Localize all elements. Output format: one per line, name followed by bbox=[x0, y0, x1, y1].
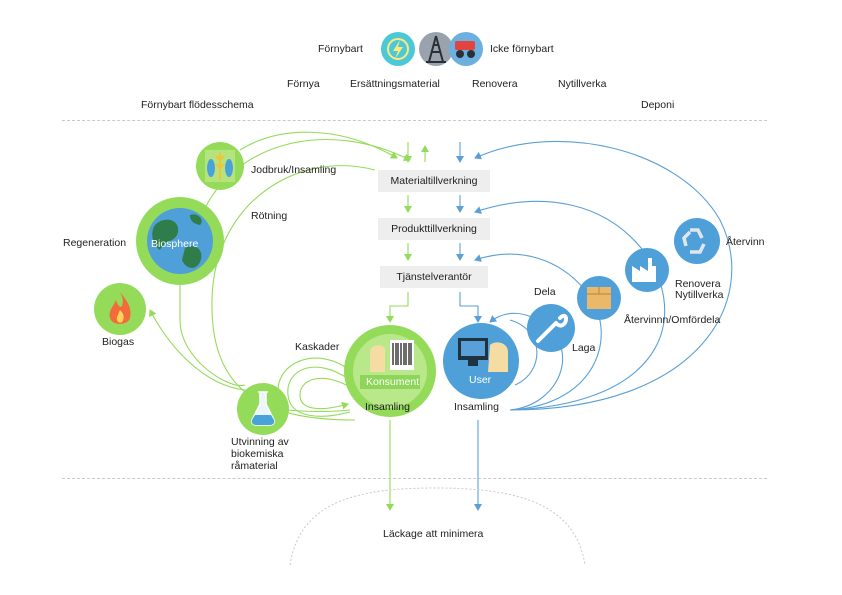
flask-icon bbox=[237, 383, 289, 435]
label-refurbish: Renovera bbox=[472, 78, 518, 90]
arc-biogas bbox=[149, 309, 246, 391]
material-manufacturing-box: Materialtillverkning bbox=[378, 170, 490, 192]
label-share: Dela bbox=[534, 286, 556, 298]
label-leakage: Läckage att minimera bbox=[383, 528, 484, 540]
label-biosphere: Biosphere bbox=[151, 238, 199, 250]
top-divider bbox=[62, 120, 767, 121]
label-user: User bbox=[469, 374, 492, 386]
earth-icon bbox=[136, 197, 224, 285]
label-cascades: Kaskader bbox=[295, 341, 340, 353]
label-recycle-redistribute: Återvinnn/Omfördela bbox=[624, 314, 721, 326]
box-icon bbox=[577, 276, 621, 320]
label-farming: Jodbruk/Insamling bbox=[251, 164, 337, 176]
leakage-dome bbox=[289, 487, 586, 566]
arc-farming-material bbox=[239, 131, 398, 159]
barcode-icon bbox=[344, 325, 436, 417]
oil-rig-icon bbox=[419, 32, 453, 66]
label-collection-bio: Insamling bbox=[365, 401, 410, 413]
label-collection-tech: Insamling bbox=[454, 401, 499, 413]
label-extraction: Utvinning av biokemiska råmaterial bbox=[231, 436, 289, 472]
lightning-icon bbox=[381, 32, 415, 66]
section-left-title: Förnybart flödesschema bbox=[141, 99, 254, 111]
recycle-icon bbox=[674, 218, 720, 264]
monitor-icon bbox=[443, 323, 519, 399]
mining-truck-icon bbox=[449, 32, 483, 66]
bottom-divider bbox=[62, 478, 767, 479]
arc-atervinn bbox=[474, 140, 733, 411]
label-rotting: Rötning bbox=[251, 210, 288, 222]
label-consumer: Konsument bbox=[366, 376, 420, 388]
wrench-icon bbox=[527, 304, 575, 352]
label-substitute: Ersättningsmaterial bbox=[350, 78, 440, 90]
flame-icon bbox=[94, 283, 146, 335]
label-regeneration: Regeneration bbox=[63, 237, 127, 249]
legend-renewable: Förnybart bbox=[318, 43, 363, 55]
label-repair: Laga bbox=[572, 342, 596, 354]
service-provider-box: Tjänstelverantör bbox=[380, 266, 488, 288]
fish-plant-icon bbox=[196, 142, 244, 190]
section-right-title: Deponi bbox=[641, 99, 675, 111]
product-manufacturing-box: Produkttillverkning bbox=[378, 218, 490, 240]
label-renew: Förnya bbox=[287, 78, 320, 90]
factory-icon bbox=[625, 248, 669, 292]
label-biogas: Biogas bbox=[102, 336, 135, 348]
legend-non-renewable: Icke förnybart bbox=[490, 43, 554, 55]
label-reuse: Nytillverka bbox=[558, 78, 607, 90]
label-recycle: Återvinn bbox=[726, 236, 765, 248]
label-refurbish-remanufacture: Renovera Nytillverka bbox=[675, 278, 724, 301]
